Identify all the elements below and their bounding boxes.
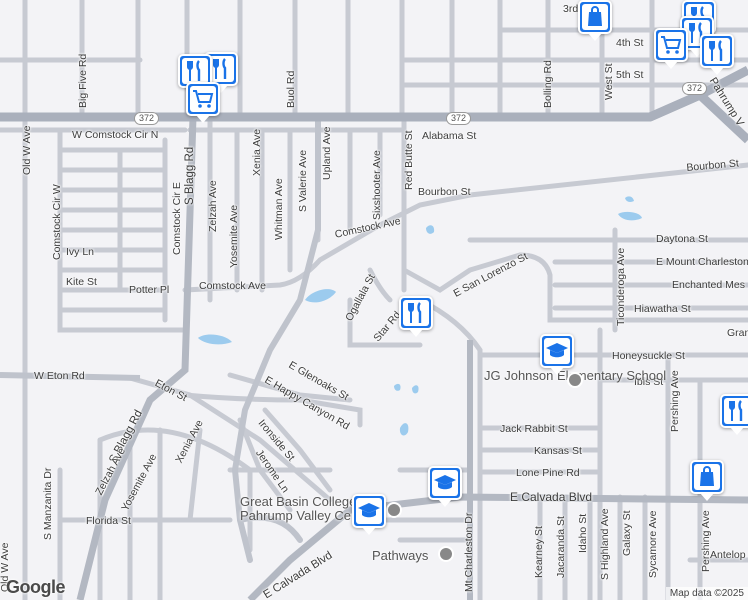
street-label: Bolling Rd	[542, 60, 554, 108]
street-label: S Blagg Rd	[184, 146, 196, 205]
street-label: Daytona St	[656, 233, 708, 245]
map-attribution: Map data ©2025	[665, 587, 748, 600]
pond	[198, 334, 232, 345]
poi-marker-shopping[interactable]	[578, 0, 612, 41]
pond	[394, 383, 401, 391]
street-label: 4th St	[616, 37, 644, 49]
street-label: Whitman Ave	[273, 178, 285, 240]
fork-knife-icon	[689, 22, 703, 43]
highway-shield: 372	[682, 82, 708, 95]
highway-shield: 372	[134, 112, 160, 125]
street-label: Sixshooter Ave	[371, 150, 383, 220]
street-label: Comstock Ave	[199, 280, 266, 292]
street-label: Kite St	[66, 276, 97, 288]
pond	[412, 385, 419, 394]
street-label: E Mount Charleston	[656, 256, 748, 268]
street-label: W Eton Rd	[34, 370, 85, 382]
street-label: Red Butte St	[403, 130, 415, 190]
street-label: Gran	[727, 327, 748, 339]
street-label: Comstock Cir E	[171, 182, 183, 255]
street-label: Pershing Ave	[700, 510, 712, 572]
street-label: Yosemite Ave	[228, 204, 240, 268]
poi-marker-restaurant[interactable]	[700, 34, 734, 75]
street-label: Kansas St	[534, 445, 582, 457]
street-label: 5th St	[616, 69, 644, 81]
poi-marker-restaurant[interactable]	[399, 296, 433, 337]
street-label: Lone Pine Rd	[516, 467, 580, 479]
street-label: Kearney St	[533, 526, 545, 578]
street-label: Antelop	[710, 549, 746, 561]
street-label: Ticonderoga Ave	[615, 247, 627, 326]
graduation-cap-icon	[546, 343, 568, 358]
street-label: Xenia Ave	[251, 128, 263, 176]
google-logo[interactable]: Google	[6, 577, 66, 597]
street-label: Pershing Ave	[669, 370, 681, 432]
street-label: Zelzah Ave	[207, 180, 219, 232]
street-label: Jack Rabbit St	[500, 423, 568, 435]
fork-knife-icon	[729, 400, 743, 421]
street-label: Comstock Cir W	[51, 184, 63, 260]
pond	[305, 289, 336, 303]
street-label: Potter Pl	[129, 284, 170, 296]
shopping-cart-icon	[193, 90, 214, 108]
street-label: S Highland Ave	[599, 508, 611, 580]
street-label: Hiawatha St	[634, 303, 691, 315]
fork-knife-icon	[213, 58, 227, 79]
street-label: E Calvada Blvd	[510, 490, 593, 504]
street-label: Mt Charleston Dr	[463, 512, 475, 592]
pond	[625, 196, 634, 202]
street-label: Big Five Rd	[77, 53, 89, 108]
pond	[426, 225, 435, 234]
poi-marker-school[interactable]	[428, 466, 462, 507]
poi-marker-school[interactable]	[540, 334, 574, 375]
pond	[618, 211, 642, 221]
poi-marker-grocery[interactable]	[186, 82, 220, 123]
school-dot-icon[interactable]	[386, 502, 402, 518]
poi-marker-shopping[interactable]	[690, 460, 724, 501]
street-label: Enchanted Mes	[672, 279, 745, 291]
poi-marker-restaurant[interactable]	[178, 54, 212, 95]
poi-marker-school[interactable]	[352, 494, 386, 535]
street-label: Honeysuckle St	[612, 350, 685, 362]
street-label: Upland Ave	[321, 126, 333, 180]
street-label: Jacaranda St	[555, 516, 567, 578]
pond	[399, 423, 409, 436]
street-label: Sycamore Ave	[647, 510, 659, 578]
place-label-pathways[interactable]: Pathways	[372, 548, 429, 563]
place-label-great-basin[interactable]: Great Basin College Pahrump Valley Ce	[240, 494, 357, 524]
highway-shield: 372	[446, 112, 472, 125]
shopping-bag-icon	[700, 466, 714, 486]
water-bodies	[198, 196, 642, 436]
street-label: Alabama St	[422, 130, 477, 142]
street-label: Old W Ave	[21, 125, 33, 175]
fork-knife-icon	[187, 60, 201, 81]
fork-knife-icon	[709, 40, 723, 61]
school-dot-icon[interactable]	[567, 372, 583, 388]
graduation-cap-icon	[358, 503, 380, 518]
street-label: S Manzanita Dr	[42, 467, 54, 540]
street-label: S Valerie Ave	[297, 149, 309, 212]
street-label: Ibis St	[634, 376, 664, 388]
street-label: Bourbon St	[418, 186, 471, 198]
street-label: West St	[603, 63, 615, 100]
street-label: W Comstock Cir N	[72, 129, 159, 141]
street-label: Buol Rd	[285, 70, 297, 108]
school-dot-icon[interactable]	[438, 546, 454, 562]
street-label: 3rd	[563, 3, 579, 15]
fork-knife-icon	[408, 302, 422, 323]
street-label: Galaxy St	[621, 510, 633, 556]
poi-marker-grocery[interactable]	[654, 28, 688, 69]
street-label: Ivy Ln	[66, 246, 95, 258]
shopping-bag-icon	[588, 6, 602, 26]
shopping-cart-icon	[661, 36, 682, 54]
street-label: Florida St	[86, 515, 131, 527]
poi-marker-restaurant[interactable]	[720, 394, 748, 435]
graduation-cap-icon	[434, 475, 456, 490]
street-label: Idaho St	[577, 513, 589, 553]
